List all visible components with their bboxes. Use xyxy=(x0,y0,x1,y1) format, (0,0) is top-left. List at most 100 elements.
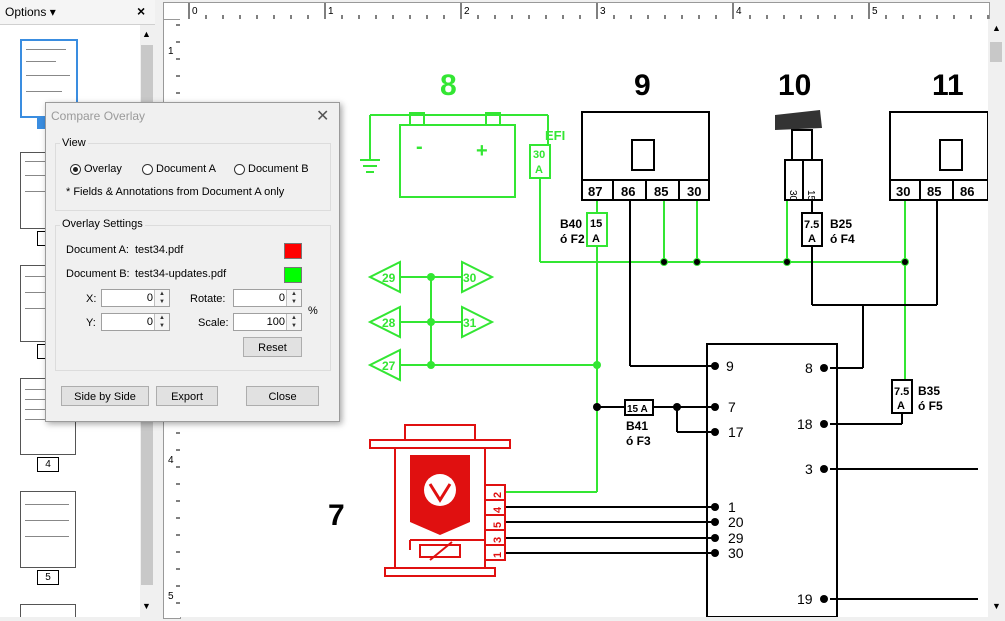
options-bar: Options ▾ × xyxy=(0,0,155,25)
page-number-1-highlight xyxy=(37,117,47,129)
rotate-stepper[interactable]: 0▲▼ xyxy=(233,289,302,307)
component-number: 7 xyxy=(328,499,345,532)
ruler-top: 0 1 2 3 4 5 xyxy=(163,2,990,20)
ruler-label: 1 xyxy=(328,6,334,17)
relay-pin: 30 xyxy=(896,184,910,199)
radio-document-a[interactable]: Document A xyxy=(142,163,216,175)
doc-b-color-swatch[interactable] xyxy=(284,267,302,283)
ruler-label: 3 xyxy=(600,6,606,17)
doc-b-file: test34-updates.pdf xyxy=(135,268,227,280)
sensor-pin: 5 xyxy=(492,522,504,528)
fuse-rating: A xyxy=(897,400,905,412)
ecu-pin: 19 xyxy=(797,591,813,607)
relay-pin: 30 xyxy=(687,184,701,199)
component-number: 9 xyxy=(634,69,651,102)
ruler-top-ticks: 0 1 2 3 4 5 xyxy=(188,3,989,19)
ignition-pin: 15 xyxy=(805,190,816,202)
doc-a-label: Document A: xyxy=(66,244,129,256)
fuse-rating: 15 xyxy=(590,218,602,230)
sensor-component xyxy=(369,424,511,577)
ecu-pin: 7 xyxy=(728,399,736,415)
spinner-arrows-icon[interactable]: ▲▼ xyxy=(286,290,301,306)
side-by-side-button[interactable]: Side by Side xyxy=(61,386,149,406)
fuse-label: EFI xyxy=(545,128,565,143)
view-group xyxy=(55,143,331,211)
relay-pin: 85 xyxy=(927,184,941,199)
x-offset-stepper[interactable]: 0▲▼ xyxy=(101,289,170,307)
close-icon[interactable]: × xyxy=(137,3,146,19)
sensor-pin: 4 xyxy=(492,506,504,513)
x-label: X: xyxy=(86,293,97,305)
connector-label: 29 xyxy=(382,271,396,285)
scroll-down-icon[interactable]: ▼ xyxy=(142,601,151,611)
spinner-arrows-icon[interactable]: ▲▼ xyxy=(154,314,169,330)
scroll-up-icon[interactable]: ▲ xyxy=(992,23,1001,33)
spinner-arrows-icon[interactable]: ▲▼ xyxy=(286,314,301,330)
ruler-label: 4 xyxy=(736,6,742,17)
ruler-label: 4 xyxy=(168,455,174,466)
connector-label: 28 xyxy=(382,316,396,330)
fuse-rating: 15 A xyxy=(627,404,648,415)
ruler-label: 1 xyxy=(168,46,174,57)
fuse-label: ó F5 xyxy=(918,399,943,413)
ecu-pin: 30 xyxy=(728,545,744,561)
ecu-pin: 3 xyxy=(805,461,813,477)
scale-stepper[interactable]: 100▲▼ xyxy=(233,313,302,331)
compare-overlay-dialog: Compare Overlay ✕ View Overlay Document … xyxy=(45,102,340,422)
ruler-label: 0 xyxy=(192,6,198,17)
radio-icon xyxy=(142,163,153,175)
battery xyxy=(399,124,516,198)
doc-a-color-swatch[interactable] xyxy=(284,243,302,259)
page-thumbnail-5[interactable] xyxy=(20,491,76,568)
ecu-pin: 20 xyxy=(728,514,744,530)
sensor-pin: 3 xyxy=(492,537,504,543)
radio-icon xyxy=(234,163,245,175)
schematic-drawing: 8 EFI 30 A - + 29 30 28 31 27 xyxy=(328,69,989,618)
fuse-label: ó F4 xyxy=(830,232,855,246)
document-scrollbar[interactable]: ▲ ▼ xyxy=(988,19,1005,617)
page-thumbnail-6[interactable] xyxy=(20,604,76,617)
ecu-pin: 1 xyxy=(728,499,736,515)
close-button[interactable]: Close xyxy=(246,386,319,406)
scale-label: Scale: xyxy=(198,317,229,329)
reset-button[interactable]: Reset xyxy=(243,337,302,357)
ecu-pin: 18 xyxy=(797,416,813,432)
view-group-label: View xyxy=(60,137,88,149)
settings-group-label: Overlay Settings xyxy=(60,218,145,230)
component-number: 10 xyxy=(778,69,811,102)
component-number: 11 xyxy=(932,69,964,102)
fuse-label: B41 xyxy=(626,419,648,433)
export-button[interactable]: Export xyxy=(156,386,218,406)
relay-pin: 86 xyxy=(960,184,974,199)
ruler-label: 5 xyxy=(168,591,174,602)
close-icon[interactable]: ✕ xyxy=(316,108,330,125)
ecu-pin: 29 xyxy=(728,530,744,546)
relay-pin: 86 xyxy=(621,184,635,199)
ignition-switch: 30 15 xyxy=(775,110,822,202)
ruler-label: 2 xyxy=(464,6,470,17)
ecu-pin: 17 xyxy=(728,424,744,440)
relay-pin: 87 xyxy=(588,184,602,199)
radio-document-b[interactable]: Document B xyxy=(234,163,309,175)
sensor-pin: 2 xyxy=(492,492,504,498)
battery-minus: - xyxy=(416,136,423,158)
document-scroll-thumb[interactable] xyxy=(990,42,1002,62)
relay-pin: 85 xyxy=(654,184,668,199)
fuse-label: ó F3 xyxy=(626,434,651,448)
y-offset-stepper[interactable]: 0▲▼ xyxy=(101,313,170,331)
fuse-rating: A xyxy=(808,233,816,245)
ecu-pin: 9 xyxy=(726,358,734,374)
ignition-pin: 30 xyxy=(787,190,798,202)
options-menu[interactable]: Options ▾ xyxy=(5,5,56,19)
connector-label: 31 xyxy=(463,316,477,330)
ruler-label: 5 xyxy=(872,6,878,17)
radio-overlay[interactable]: Overlay xyxy=(70,163,122,175)
overlay-settings-group xyxy=(55,225,331,371)
scroll-up-icon[interactable]: ▲ xyxy=(142,29,151,39)
connector-label: 30 xyxy=(463,271,477,285)
scroll-down-icon[interactable]: ▼ xyxy=(992,601,1001,611)
fuse-rating: A xyxy=(592,233,600,245)
battery-plus: + xyxy=(476,140,488,162)
fuse-label: B25 xyxy=(830,217,852,231)
spinner-arrows-icon[interactable]: ▲▼ xyxy=(154,290,169,306)
